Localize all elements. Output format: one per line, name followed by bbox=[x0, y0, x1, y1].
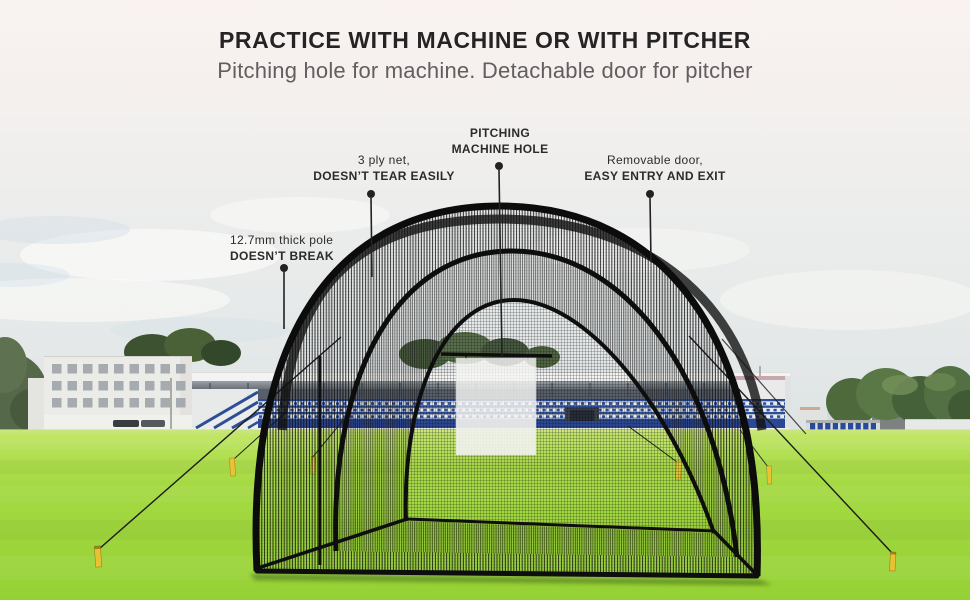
batting-cage bbox=[252, 202, 767, 579]
leader-door bbox=[649, 197, 652, 263]
callout-door-line1: Removable door, bbox=[607, 153, 703, 167]
right-trees bbox=[826, 366, 970, 426]
dot-net bbox=[367, 190, 375, 198]
callout-pitching-line2: MACHINE HOLE bbox=[451, 141, 549, 156]
middle-hoop bbox=[333, 248, 740, 558]
callout-door-line2: EASY ENTRY AND EXIT bbox=[584, 168, 726, 183]
dot-pole bbox=[280, 264, 288, 272]
back-hoop bbox=[403, 297, 716, 534]
pitching-panel bbox=[440, 352, 553, 456]
header: PRACTICE WITH MACHINE OR WITH PITCHER Pi… bbox=[0, 27, 970, 84]
callout-net: 3 ply net, DOESN’T TEAR EASILY bbox=[304, 153, 464, 184]
callout-pole-line1: 12.7mm thick pole bbox=[230, 233, 334, 247]
leader-pitching-hole bbox=[498, 169, 503, 357]
callout-pitching-line1: PITCHING bbox=[469, 126, 531, 140]
bottom-rails bbox=[254, 517, 760, 579]
ground-stake-left bbox=[93, 545, 103, 568]
callout-dots bbox=[280, 162, 654, 272]
callout-net-line2: DOESN’T TEAR EASILY bbox=[313, 168, 455, 183]
tree bbox=[0, 337, 27, 393]
cage-shadow bbox=[250, 574, 772, 585]
tree bbox=[201, 340, 241, 366]
callout-pole: 12.7mm thick pole DOESN’T BREAK bbox=[230, 233, 370, 264]
callout-net-line1: 3 ply net, bbox=[357, 153, 411, 167]
leader-net bbox=[370, 197, 373, 278]
net-dome-ring-inner bbox=[335, 251, 737, 557]
callout-pole-line2: DOESN’T BREAK bbox=[230, 248, 334, 263]
stand-left-diagonal-section bbox=[192, 389, 259, 430]
dot-pitching-hole bbox=[495, 162, 503, 170]
ground-stake-right bbox=[889, 551, 897, 572]
parked-cars bbox=[113, 420, 165, 427]
page-subtitle: Pitching hole for machine. Detachable do… bbox=[217, 58, 753, 83]
page-title: PRACTICE WITH MACHINE OR WITH PITCHER bbox=[218, 27, 751, 53]
net-dome-ring-outer bbox=[256, 206, 758, 576]
callout-leaders bbox=[283, 169, 652, 357]
dot-door bbox=[646, 190, 654, 198]
background-left bbox=[0, 328, 241, 437]
callout-door: Removable door, EASY ENTRY AND EXIT bbox=[575, 153, 735, 184]
office-building bbox=[28, 356, 192, 430]
callout-pitching-machine-hole: PITCHING MACHINE HOLE bbox=[430, 126, 570, 157]
building-windows bbox=[52, 364, 186, 408]
